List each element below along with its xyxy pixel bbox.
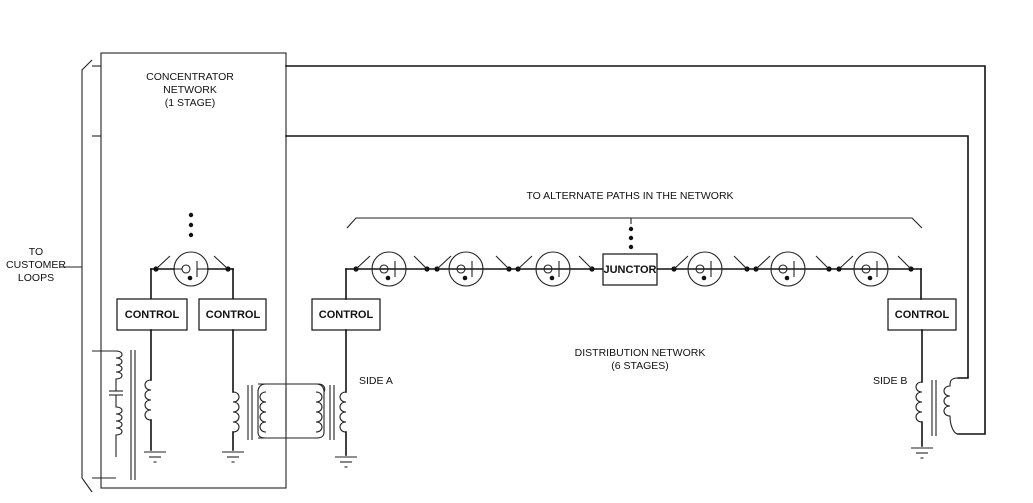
control-block-side-b: CONTROL xyxy=(887,298,957,331)
control-block-2: CONTROL xyxy=(198,298,267,331)
alternate-paths-bracket xyxy=(346,217,923,229)
distribution-network-label: DISTRIBUTION NETWORK (6 STAGES) xyxy=(575,347,706,372)
svg-text:(6 STAGES): (6 STAGES) xyxy=(611,360,669,372)
svg-text:DISTRIBUTION NETWORK: DISTRIBUTION NETWORK xyxy=(575,347,706,359)
customer-loops-label: TO CUSTOMER LOOPS xyxy=(6,246,66,284)
side-b-transformer xyxy=(910,329,959,459)
alternate-paths-label: TO ALTERNATE PATHS IN THE NETWORK xyxy=(526,190,733,202)
more-paths-dots xyxy=(188,212,194,238)
svg-text:CONCENTRATOR: CONCENTRATOR xyxy=(146,71,234,83)
coupling-transformers xyxy=(221,329,358,468)
svg-text:(1 STAGE): (1 STAGE) xyxy=(165,97,216,109)
svg-text:CONTROL: CONTROL xyxy=(206,309,261,321)
line-transformer xyxy=(92,329,167,480)
svg-text:JUNCTOR: JUNCTOR xyxy=(604,264,657,276)
svg-text:CONTROL: CONTROL xyxy=(319,309,374,321)
svg-text:CONTROL: CONTROL xyxy=(125,309,180,321)
concentrator-network-box xyxy=(100,52,287,489)
svg-text:CUSTOMER: CUSTOMER xyxy=(6,259,66,271)
svg-text:TO: TO xyxy=(29,246,43,258)
concentrator-title: CONCENTRATOR NETWORK (1 STAGE) xyxy=(146,71,234,109)
side-a-label: SIDE A xyxy=(359,375,393,387)
distribution-path xyxy=(345,251,922,300)
junctor-more-dots xyxy=(628,218,634,250)
return-wire-outer xyxy=(285,65,986,435)
concentrator-crosspoint xyxy=(150,251,234,300)
side-b-label: SIDE B xyxy=(873,375,907,387)
svg-text:LOOPS: LOOPS xyxy=(18,272,54,284)
customer-loops-bracket xyxy=(60,59,93,493)
svg-text:NETWORK: NETWORK xyxy=(163,84,217,96)
svg-text:CONTROL: CONTROL xyxy=(895,309,950,321)
control-block-1: CONTROL xyxy=(116,298,188,331)
junctor-block: JUNCTOR xyxy=(602,253,658,286)
return-wire-inner xyxy=(285,135,969,379)
control-block-side-a: CONTROL xyxy=(311,298,381,331)
